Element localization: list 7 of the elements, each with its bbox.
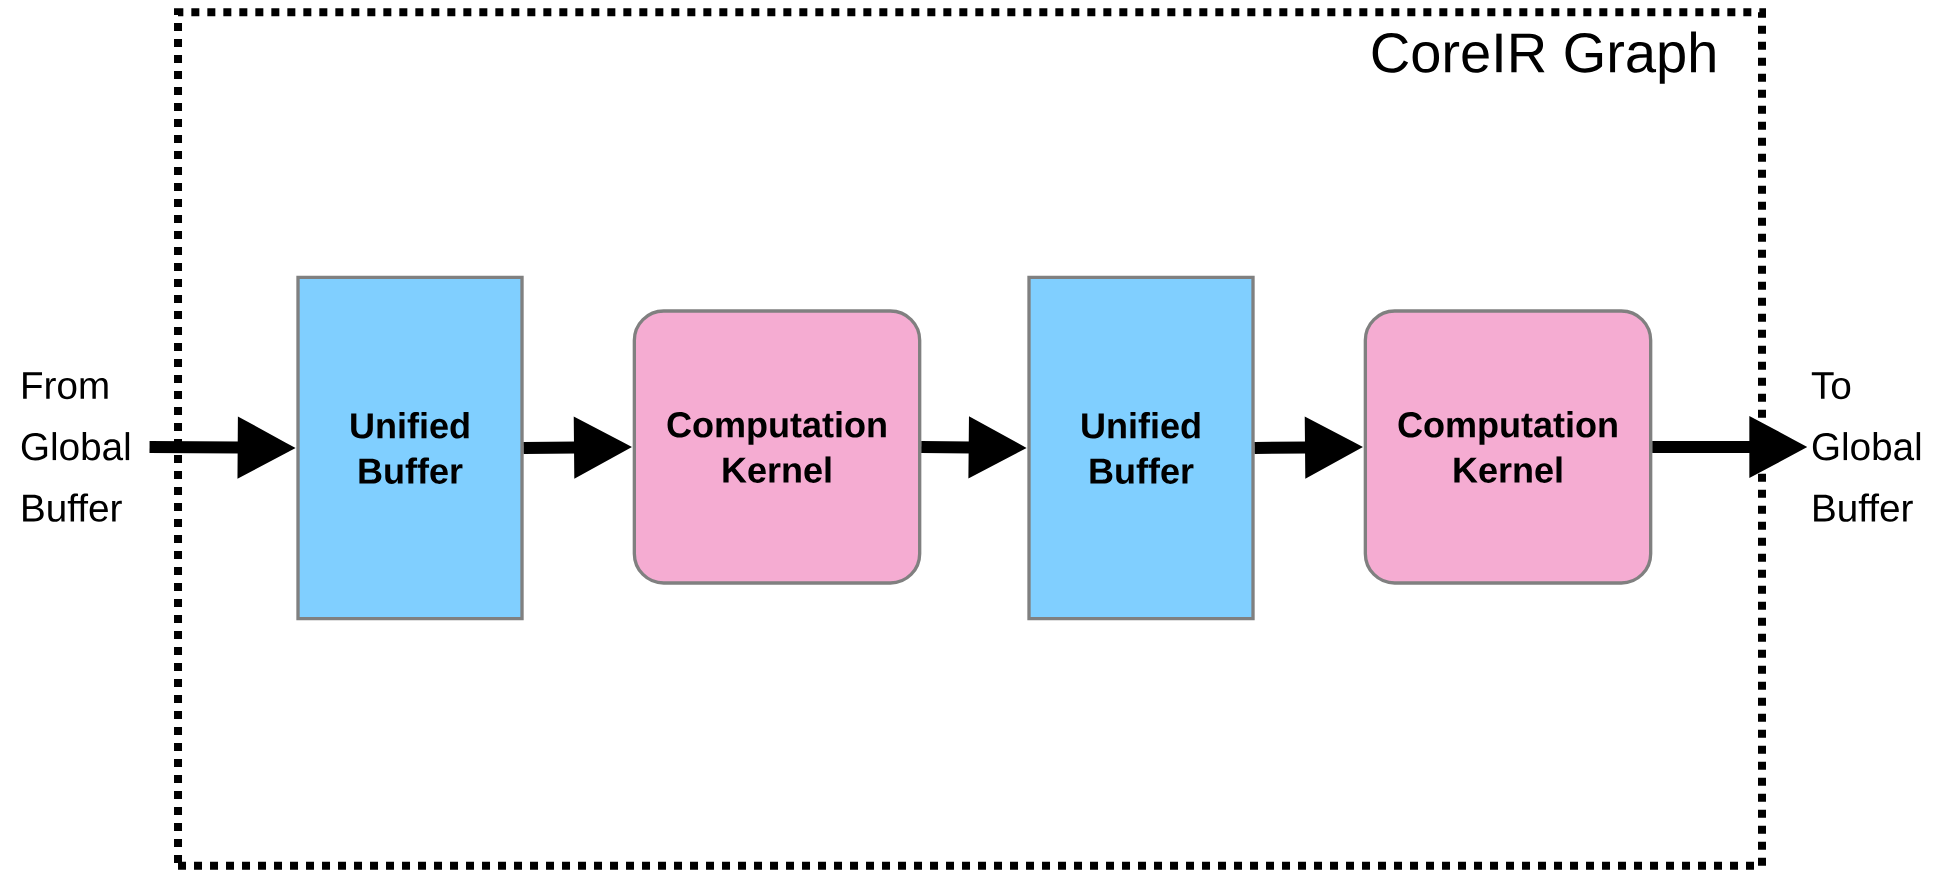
- buffer-box: Unified Buffer: [1027, 275, 1255, 621]
- frame-title: CoreIR Graph: [1372, 31, 1715, 84]
- buffer-box: Unified Buffer: [296, 275, 524, 621]
- kernel-box: Computation Kernel: [1363, 309, 1653, 585]
- port-label: To Global Buffer: [1811, 372, 1921, 522]
- kernel-box: Computation Kernel: [632, 309, 922, 585]
- port-label: From Global Buffer: [21, 372, 130, 522]
